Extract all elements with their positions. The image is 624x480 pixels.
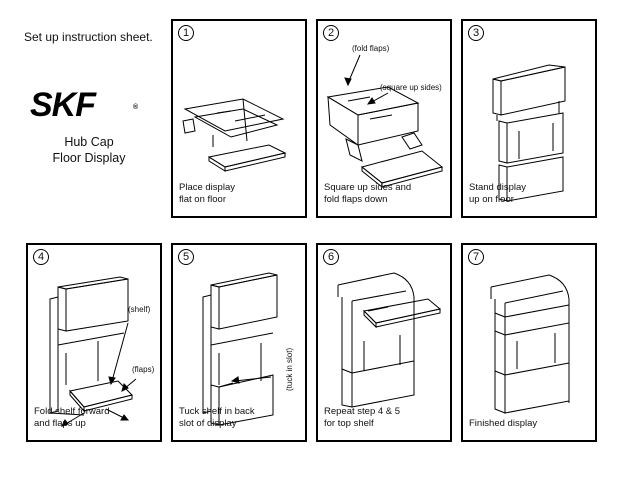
square-up-illustration: [326, 54, 444, 189]
tuck-in-slot-label: (tuck in slot): [285, 347, 294, 391]
skf-logo: SKF: [30, 86, 96, 124]
step-panel-4: 4 (shelf) (flaps) Fold shelf forwar: [26, 243, 162, 442]
step-caption-4: Fold shelf forward and flaps up: [34, 406, 110, 429]
fold-flaps-label: (fold flaps): [352, 44, 390, 53]
square-up-sides-label: (square up sides): [380, 83, 442, 92]
step-number-3: 3: [468, 25, 484, 41]
step-panel-3: 3 Stand display up on floor: [461, 19, 597, 218]
step-caption-2: Square up sides and fold flaps down: [324, 182, 412, 205]
shelf-label: (shelf): [128, 305, 151, 314]
step-number-7: 7: [468, 249, 484, 265]
registered-mark: ®: [133, 104, 139, 111]
step-caption-6: Repeat step 4 & 5 for top shelf: [324, 406, 401, 429]
step-caption-7: Finished display: [469, 418, 538, 429]
step-panel-1: 1 Place display flat on floor: [171, 19, 307, 218]
step-panel-2: 2 (fold flaps) (square up sides) Square …: [316, 19, 452, 218]
step-number-5: 5: [178, 249, 194, 265]
product-line-2: Floor Display: [52, 151, 126, 165]
step-panel-7: 7 Finished display: [461, 243, 597, 442]
step-caption-3: Stand display up on floor: [469, 182, 527, 205]
step-number-2: 2: [323, 25, 339, 41]
step-panel-6: 6 Repeat step 4 & 5 for top shelf: [316, 243, 452, 442]
top-shelf-illustration: [337, 272, 442, 408]
flat-display-illustration: [182, 98, 287, 172]
tuck-shelf-illustration: [202, 272, 278, 426]
finished-display-illustration: [490, 274, 570, 414]
stand-display-illustration: [492, 64, 566, 202]
sheet-title: Set up instruction sheet.: [24, 30, 153, 44]
flaps-label: (flaps): [132, 365, 155, 374]
step-panel-5: 5 (tuck in slot) Tuck shelf in back slot…: [171, 243, 307, 442]
step-number-1: 1: [178, 25, 194, 41]
step-caption-1: Place display flat on floor: [179, 182, 235, 205]
fold-shelf-illustration: [49, 276, 137, 427]
product-line-1: Hub Cap: [64, 135, 114, 149]
product-name: Hub Cap Floor Display: [44, 134, 134, 166]
step-number-4: 4: [33, 249, 49, 265]
step-caption-5: Tuck shelf in back slot of display: [179, 406, 255, 429]
step-number-6: 6: [323, 249, 339, 265]
